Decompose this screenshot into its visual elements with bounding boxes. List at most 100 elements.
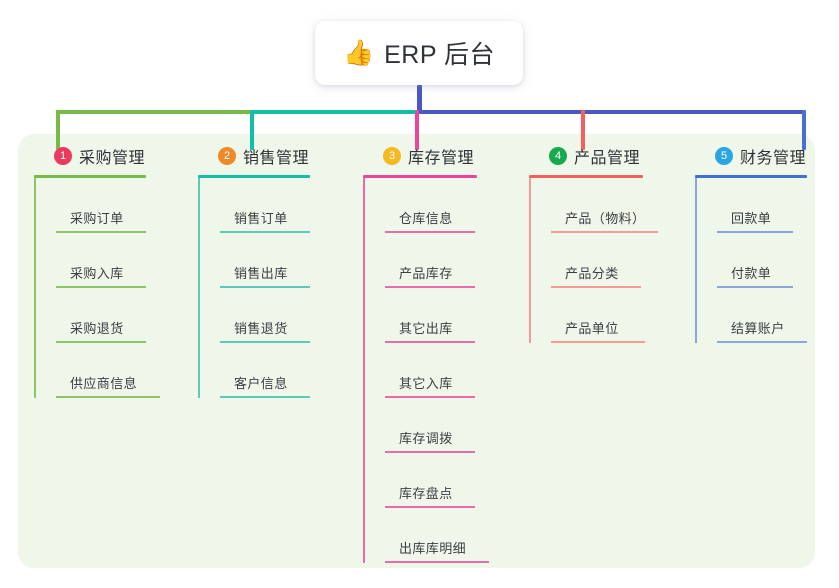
branch-rule-2 [198,175,310,178]
leaf-rule [385,341,475,343]
branch-title-1: 采购管理 [79,150,146,167]
leaf-list-3: 仓库信息 产品库存 其它出库 其它入库 库存调拨 库存盘点 [363,178,543,563]
branch-title-5: 财务管理 [740,150,807,167]
leaf-label: 出库库明细 [399,541,467,556]
leaf-label: 客户信息 [234,376,288,391]
branch-header-2[interactable]: 2 销售管理 [198,145,366,167]
root-node-card[interactable]: 👍 ERP 后台 [315,21,523,85]
leaf-item[interactable]: 其它入库 [385,343,543,398]
leaf-item[interactable]: 库存调拨 [385,398,543,453]
leaf-list-2: 销售订单 销售出库 销售退货 客户信息 [198,178,366,398]
branch-rule-3 [363,175,477,178]
leaf-item[interactable]: 其它出库 [385,288,543,343]
leaf-item[interactable]: 产品库存 [385,233,543,288]
leaf-item[interactable]: 采购入库 [56,233,202,288]
leaf-label: 其它出库 [399,321,453,336]
leaf-item[interactable]: 库存盘点 [385,453,543,508]
leaf-rule [220,286,310,288]
leaf-rule [56,286,146,288]
leaf-list-5: 回款单 付款单 结算账户 [695,178,839,343]
leaf-rule [385,561,489,563]
branch-badge-2: 2 [218,147,236,165]
branch-badge-1: 1 [54,147,72,165]
leaf-item[interactable]: 客户信息 [220,343,366,398]
drop-elbow-column-1 [56,110,88,114]
leaf-item[interactable]: 回款单 [717,178,839,233]
leaf-item[interactable]: 销售出库 [220,233,366,288]
leaf-label: 产品库存 [399,266,453,281]
leaf-item[interactable]: 销售订单 [220,178,366,233]
leaf-label: 其它入库 [399,376,453,391]
leaf-rule [56,341,146,343]
leaf-item[interactable]: 供应商信息 [56,343,202,398]
leaf-label: 仓库信息 [399,211,453,226]
leaf-item[interactable]: 销售退货 [220,288,366,343]
leaf-label: 产品分类 [565,266,619,281]
leaf-rule [220,396,310,398]
leaf-item[interactable]: 产品单位 [551,288,709,343]
branch-title-2: 销售管理 [243,150,310,167]
branch-header-5[interactable]: 5 财务管理 [695,145,839,167]
leaf-item[interactable]: 付款单 [717,233,839,288]
leaf-item[interactable]: 产品分类 [551,233,709,288]
leaf-label: 销售订单 [234,211,288,226]
leaf-label: 产品单位 [565,321,619,336]
branch-badge-4: 4 [549,147,567,165]
leaf-label: 供应商信息 [70,376,138,391]
leaf-rule [385,506,475,508]
leaf-label: 销售出库 [234,266,288,281]
leaf-rule [385,396,475,398]
leaf-rule [717,286,793,288]
leaf-item[interactable]: 产品（物料） [551,178,709,233]
branch-header-3[interactable]: 3 库存管理 [363,145,543,167]
leaf-label: 付款单 [731,266,772,281]
leaf-spine-5 [695,178,697,343]
leaf-label: 库存盘点 [399,486,453,501]
bus-segment-green [86,110,253,114]
root-node-title: ERP 后台 [384,41,496,69]
leaf-item[interactable]: 采购订单 [56,178,202,233]
branch-rule-1 [34,175,146,178]
branch-header-4[interactable]: 4 产品管理 [529,145,709,167]
drop-line-column-5 [802,110,806,150]
leaf-rule [56,231,146,233]
leaf-item[interactable]: 结算账户 [717,288,839,343]
branch-rule-4 [529,175,643,178]
leaf-rule [385,286,475,288]
leaf-rule [220,341,310,343]
branch-column-1: 1 采购管理 采购订单 采购入库 采购退货 供应商信息 [34,145,202,398]
drop-line-column-1 [56,110,60,150]
branch-title-4: 产品管理 [574,150,641,167]
drop-line-column-3 [415,110,419,150]
branch-badge-3: 3 [383,147,401,165]
leaf-item[interactable]: 采购退货 [56,288,202,343]
leaf-label: 采购退货 [70,321,124,336]
branch-header-1[interactable]: 1 采购管理 [34,145,202,167]
leaf-rule [717,231,793,233]
leaf-label: 采购订单 [70,211,124,226]
leaf-label: 回款单 [731,211,772,226]
leaf-label: 销售退货 [234,321,288,336]
leaf-rule [385,451,475,453]
leaf-item[interactable]: 出库库明细 [385,508,543,563]
bus-segment-blue [417,110,806,114]
branch-column-2: 2 销售管理 销售订单 销售出库 销售退货 客户信息 [198,145,366,398]
leaf-list-4: 产品（物料） 产品分类 产品单位 [529,178,709,343]
leaf-spine-3 [363,178,365,563]
leaf-rule [717,341,807,343]
leaf-item[interactable]: 仓库信息 [385,178,543,233]
leaf-label: 库存调拨 [399,431,453,446]
drop-line-column-4 [581,110,585,150]
branch-rule-5 [695,175,807,178]
leaf-rule [220,231,310,233]
bus-segment-teal [252,110,419,114]
leaf-rule [551,341,645,343]
leaf-label: 采购入库 [70,266,124,281]
branch-column-4: 4 产品管理 产品（物料） 产品分类 产品单位 [529,145,709,343]
branch-badge-5: 5 [715,147,733,165]
leaf-list-1: 采购订单 采购入库 采购退货 供应商信息 [34,178,202,398]
branch-title-3: 库存管理 [408,150,475,167]
leaf-rule [551,286,641,288]
leaf-spine-4 [529,178,531,343]
